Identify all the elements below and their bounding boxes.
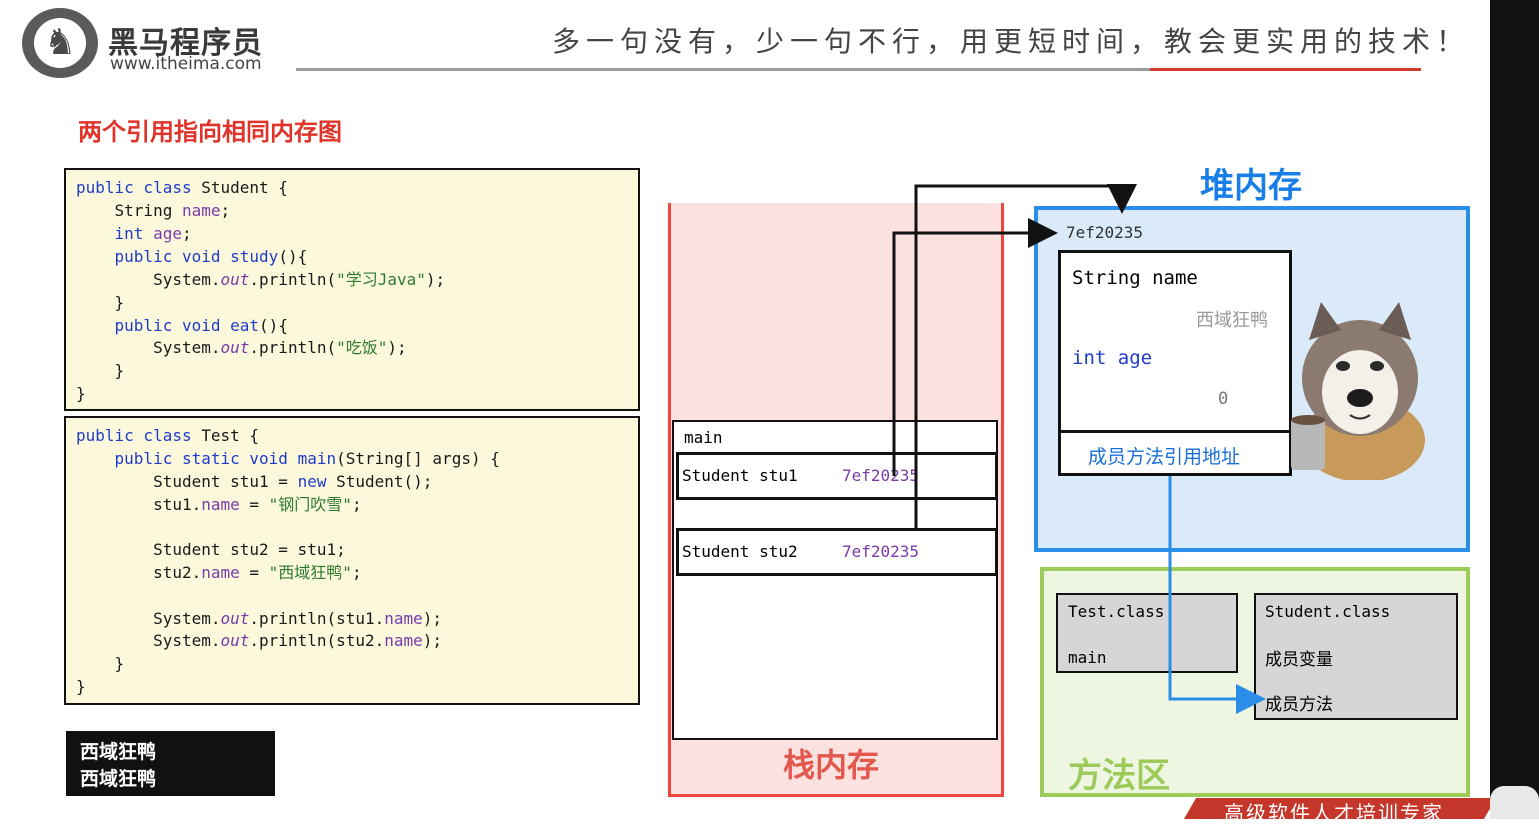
- code-line: }: [76, 677, 86, 696]
- test-code-box: public class Test { public static void m…: [64, 416, 640, 705]
- header-divider: [296, 68, 1421, 71]
- heap-memory-title: 堆内存: [1200, 166, 1302, 206]
- stack-var-stu1: Student stu1: [682, 466, 798, 485]
- heap-address: 7ef20235: [1066, 223, 1144, 242]
- code-line: public static void main(String[] args) {: [114, 449, 500, 468]
- code-line: String name;: [76, 201, 231, 220]
- logo-inner: [34, 18, 86, 68]
- code-line: System.out.println(stu2.name);: [76, 631, 443, 650]
- code-line: stu2.name = "西域狂鸭";: [76, 563, 362, 582]
- stack-addr-stu2: 7ef20235: [842, 542, 920, 561]
- brand-url: www.itheima.com: [110, 54, 262, 74]
- code-line: System.out.println("吃饭");: [76, 338, 407, 357]
- console-line: 西域狂鸭: [80, 768, 157, 790]
- stu1-reference-arrow: [892, 218, 1058, 476]
- code-line: }: [76, 384, 86, 403]
- student-code-box: public class Student { String name; int …: [64, 168, 640, 411]
- test-class-name: Test.class: [1068, 602, 1165, 621]
- field-name-label: String name: [1072, 267, 1198, 289]
- field-age-value: 0: [1218, 389, 1229, 409]
- console-line: 西域狂鸭: [80, 741, 157, 763]
- console-output: [66, 731, 275, 796]
- stack-memory-label: 栈内存: [783, 746, 880, 784]
- stu2-reference-arrow: [914, 184, 1137, 528]
- code-line: stu1.name = "钢门吹雪";: [76, 495, 362, 514]
- field-age-label: int age: [1072, 347, 1153, 369]
- test-class-main: main: [1068, 648, 1107, 667]
- brand-name: 黑马程序员: [108, 26, 263, 61]
- code-line: int age;: [114, 224, 192, 243]
- member-methods-label: 成员方法: [1265, 695, 1333, 715]
- code-line: }: [76, 361, 125, 380]
- header-divider-accent: [1150, 68, 1421, 71]
- husky-dog-icon: [1291, 302, 1425, 480]
- slide-title: 两个引用指向相同内存图: [78, 118, 342, 146]
- member-variables-label: 成员变量: [1265, 650, 1333, 670]
- field-name-value: 西域狂鸭: [1196, 310, 1268, 331]
- method-reference-arrow: [1168, 476, 1266, 714]
- code-line: System.out.println(stu1.name);: [76, 609, 443, 628]
- frame-name: main: [684, 428, 723, 447]
- student-class-box: [1254, 593, 1458, 720]
- code-line: }: [76, 293, 125, 312]
- code-line: }: [76, 654, 125, 673]
- horse-logo-icon: ♞: [44, 22, 77, 63]
- code-line: public void eat(){: [114, 316, 288, 335]
- code-line: System.out.println("学习Java");: [76, 270, 446, 289]
- stack-row-stu2: [676, 528, 998, 576]
- method-ref-label: 成员方法引用地址: [1088, 446, 1241, 468]
- right-edge-strip: [1490, 0, 1539, 819]
- slogan: 多一句没有，少一句不行，用更短时间，教会更实用的技术！: [552, 25, 1471, 58]
- student-object: [1058, 250, 1292, 476]
- stack-row-stu1: [676, 452, 998, 500]
- method-area-label: 方法区: [1068, 756, 1170, 796]
- code-line: public void study(){: [114, 247, 308, 266]
- student-class-name: Student.class: [1265, 602, 1391, 621]
- stack-addr-stu1: 7ef20235: [842, 466, 920, 485]
- stack-var-stu2: Student stu2: [682, 542, 798, 561]
- player-icon: [1490, 786, 1539, 819]
- footer-text: 高级软件人才培训专家: [1224, 801, 1444, 825]
- object-divider: [1058, 430, 1292, 433]
- code-line: Student stu2 = stu1;: [76, 540, 346, 559]
- test-class-box: [1056, 593, 1238, 673]
- code-line: public class Student {: [76, 178, 288, 197]
- code-line: public class Test {: [76, 426, 260, 445]
- code-line: Student stu1 = new Student();: [76, 472, 433, 491]
